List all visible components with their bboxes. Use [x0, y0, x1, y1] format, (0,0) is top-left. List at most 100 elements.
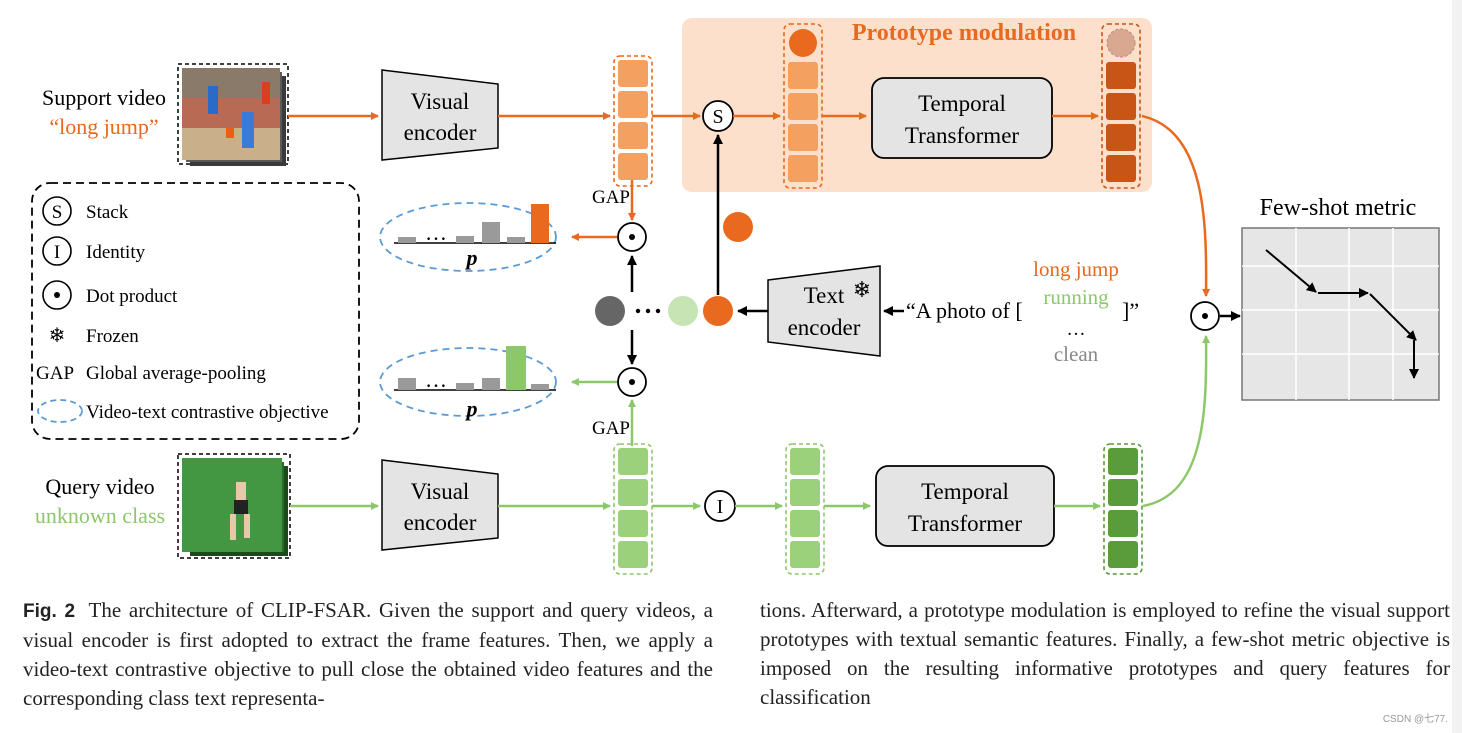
svg-text:Stack: Stack — [86, 202, 129, 223]
identity-operator: I — [704, 490, 736, 522]
query-prototypes — [1103, 443, 1143, 575]
svg-text:p: p — [465, 245, 478, 270]
svg-text:…: … — [425, 220, 447, 245]
figure-label: Fig. 2 — [23, 601, 76, 622]
svg-text:Dot product: Dot product — [86, 286, 178, 307]
svg-text:Visual: Visual — [411, 89, 470, 114]
svg-text:S: S — [52, 202, 63, 223]
text-embeddings — [595, 296, 733, 326]
temporal-transformer-query: Temporal Transformer — [875, 465, 1055, 547]
caption-text-right: tions. Afterward, a prototype modulation… — [760, 598, 1450, 709]
feature-cell — [790, 510, 820, 537]
feature-cell — [618, 153, 648, 180]
legend-stack: S Stack — [42, 196, 129, 226]
prompt-prefix: “A photo of [ — [906, 298, 1023, 323]
gap-label-support: GAP — [592, 187, 630, 208]
feature-cell — [788, 124, 818, 151]
dot-product-metric — [1190, 301, 1220, 331]
frozen-snowflake-icon: ❄ — [853, 278, 871, 303]
feature-cell — [1108, 448, 1138, 475]
svg-text:Global average-pooling: Global average-pooling — [86, 363, 266, 384]
feature-cell — [618, 122, 648, 149]
class-ellipsis: … — [1067, 319, 1086, 340]
class-clean: clean — [1054, 342, 1099, 366]
query-video-thumbnail — [177, 453, 291, 559]
support-prototypes — [1101, 23, 1141, 189]
query-video-label: Query video — [45, 474, 154, 499]
prototype-modulation-title: Prototype modulation — [852, 20, 1076, 46]
svg-text:Visual: Visual — [411, 479, 470, 504]
watermark: CSDN @七77. — [1382, 714, 1448, 725]
support-video-thumbnail — [177, 63, 289, 166]
feature-cell — [618, 541, 648, 568]
feature-cell — [618, 91, 648, 118]
probability-distribution-query: … p — [379, 346, 557, 421]
gap-label-query: GAP — [592, 418, 630, 439]
feature-cell — [1106, 62, 1136, 89]
svg-text:Text: Text — [804, 283, 845, 308]
legend-contrastive: Video-text contrastive objective — [37, 399, 329, 423]
few-shot-metric-plot — [1241, 227, 1440, 401]
dot-product-support — [617, 222, 647, 252]
snowflake-icon: ❄ — [49, 323, 66, 347]
feature-cell — [618, 448, 648, 475]
feature-cell — [1108, 479, 1138, 506]
class-running: running — [1043, 285, 1109, 309]
svg-text:Frozen: Frozen — [86, 326, 139, 347]
feature-cell — [1106, 155, 1136, 182]
caption-left-column: Fig. 2 The architecture of CLIP-FSAR. Gi… — [23, 596, 713, 713]
svg-text:encoder: encoder — [788, 315, 861, 340]
caption-right-column: tions. Afterward, a prototype modulation… — [760, 596, 1450, 712]
svg-text:Transformer: Transformer — [905, 123, 1019, 148]
svg-text:encoder: encoder — [404, 510, 477, 535]
legend-gap: GAP Global average-pooling — [36, 363, 266, 384]
few-shot-metric-title: Few-shot metric — [1260, 195, 1417, 221]
feature-cell — [1106, 124, 1136, 151]
feature-cell — [790, 448, 820, 475]
stack-operator: S — [702, 100, 734, 132]
query-visual-features — [613, 443, 653, 575]
dot-product-query — [617, 367, 647, 397]
support-video-class: “long jump” — [49, 114, 158, 139]
feature-cell — [618, 60, 648, 87]
support-visual-features — [613, 55, 653, 187]
svg-text:Temporal: Temporal — [918, 91, 1006, 116]
svg-text:S: S — [712, 106, 723, 128]
feature-cell — [618, 510, 648, 537]
legend-box — [31, 182, 360, 440]
visual-encoder-query: Visual encoder — [381, 459, 499, 551]
clip-fsar-architecture-diagram: Prototype modulation Support video “long… — [31, 18, 1440, 575]
svg-text:p: p — [465, 396, 478, 421]
svg-text:I: I — [54, 242, 60, 263]
prompt-suffix: ]” — [1122, 298, 1139, 323]
page-scrollbar-strip — [1452, 0, 1462, 733]
query-video-class: unknown class — [35, 503, 165, 528]
feature-cell — [788, 93, 818, 120]
legend-identity: I Identity — [42, 236, 146, 266]
svg-text:Temporal: Temporal — [921, 479, 1009, 504]
query-identity-features — [785, 443, 825, 575]
svg-text:GAP: GAP — [36, 363, 74, 384]
feature-cell — [790, 479, 820, 506]
text-encoder: Text encoder — [767, 265, 881, 357]
support-video-label: Support video — [42, 85, 166, 110]
feature-cell — [790, 541, 820, 568]
probability-distribution-support: … p — [379, 202, 557, 272]
svg-text:…: … — [425, 367, 447, 392]
svg-text:I: I — [717, 496, 724, 518]
feature-cell — [1108, 541, 1138, 568]
feature-cell — [1106, 93, 1136, 120]
support-stacked-features — [783, 23, 823, 189]
svg-text:Video-text contrastive objecti: Video-text contrastive objective — [86, 402, 329, 423]
feature-cell — [788, 62, 818, 89]
visual-encoder-support: Visual encoder — [381, 69, 499, 161]
svg-text:encoder: encoder — [404, 120, 477, 145]
caption-text-left: The architecture of CLIP-FSAR. Given the… — [23, 598, 713, 710]
feature-cell — [618, 479, 648, 506]
class-long-jump: long jump — [1033, 257, 1119, 281]
temporal-transformer-support: Temporal Transformer — [871, 77, 1053, 159]
legend-dot-product: Dot product — [42, 280, 178, 310]
feature-cell — [1108, 510, 1138, 537]
svg-text:Identity: Identity — [86, 242, 146, 263]
feature-cell — [788, 155, 818, 182]
